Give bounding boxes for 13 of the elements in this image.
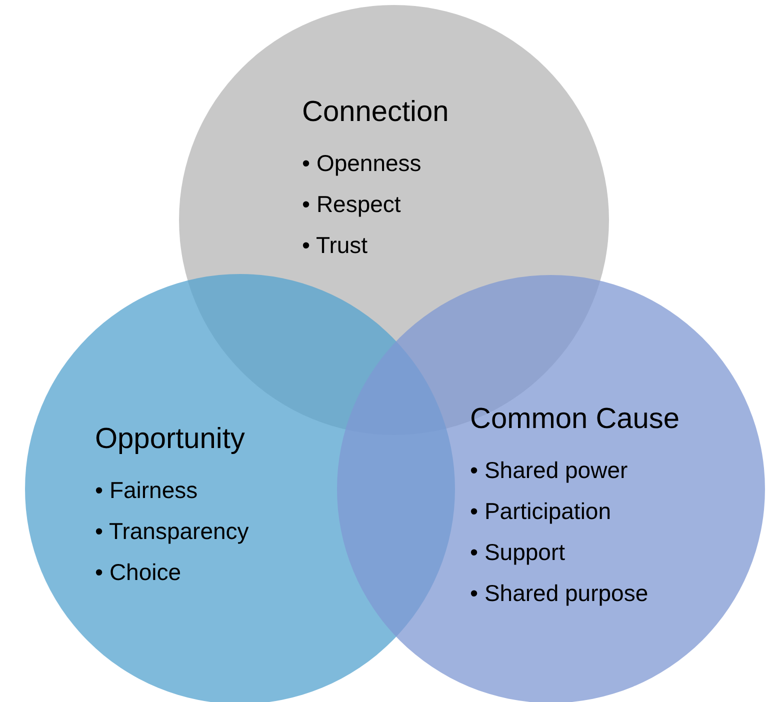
bullet-item: • Openness (302, 149, 422, 178)
circle-heading: Connection (302, 95, 449, 129)
bullet-item: • Shared power (470, 456, 629, 485)
bullet-item: • Shared purpose (470, 579, 650, 608)
bullet-item: • Respect (302, 190, 402, 219)
bullet-item: • Support (470, 538, 566, 567)
bullet-item: • Participation (470, 497, 612, 526)
bullet-item: • Fairness (95, 476, 199, 505)
circle-heading: Opportunity (95, 422, 246, 456)
circle-heading: Common Cause (470, 402, 680, 436)
bullet-item: • Transparency (95, 517, 249, 546)
bullet-item: • Choice (95, 558, 182, 587)
bullet-item: • Trust (302, 231, 369, 260)
